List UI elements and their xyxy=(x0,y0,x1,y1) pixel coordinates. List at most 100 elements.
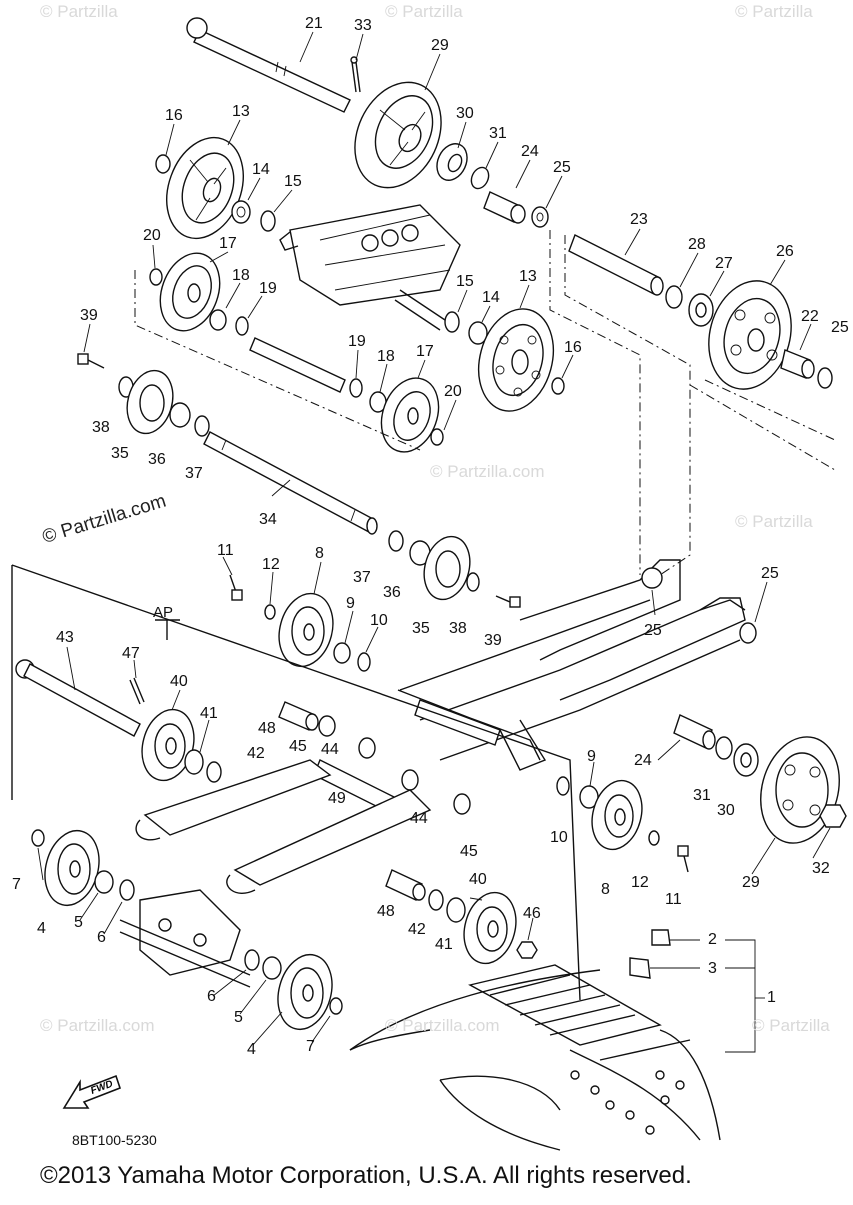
bearing-5-left xyxy=(94,870,114,894)
ring-31-top xyxy=(470,166,490,190)
callout-25: 25 xyxy=(553,159,571,176)
washer-44-mid xyxy=(401,769,419,791)
callout-24-right: 24 xyxy=(634,752,652,769)
callout-38: 38 xyxy=(92,419,110,436)
bearing-9-top xyxy=(333,642,351,664)
callout-3: 3 xyxy=(708,960,717,977)
ring-19-mid xyxy=(349,378,363,398)
wheel-40-bottom xyxy=(463,891,517,965)
callout-9-right: 9 xyxy=(587,748,596,765)
ring-37-mid xyxy=(388,530,404,552)
callout-6-right: 6 xyxy=(207,988,216,1005)
callout-15-mid: 15 xyxy=(456,273,474,290)
washer-20-mid xyxy=(430,428,444,446)
callout-11: 11 xyxy=(217,542,234,559)
callout-42-bottom: 42 xyxy=(408,921,426,938)
callout-43: 43 xyxy=(56,629,74,646)
callout-40-bottom: 40 xyxy=(469,871,487,888)
fwd-arrow-icon: FWD xyxy=(62,1074,121,1109)
callout-47: 47 xyxy=(122,645,140,662)
washer-7-left xyxy=(31,829,45,847)
tube-23 xyxy=(568,234,664,296)
ring-15-left xyxy=(260,210,276,232)
callout-26: 26 xyxy=(776,243,794,260)
wheel-17-left xyxy=(159,252,221,332)
callout-39: 39 xyxy=(80,307,98,324)
callout-20: 20 xyxy=(143,227,161,244)
ring-28 xyxy=(665,285,683,309)
callout-46: 46 xyxy=(523,905,541,922)
callout-8: 8 xyxy=(315,545,324,562)
ring-10-right xyxy=(556,776,570,796)
callout-5-right: 5 xyxy=(234,1009,243,1026)
washer-38-mid xyxy=(466,572,480,592)
callout-33: 33 xyxy=(354,17,372,34)
callout-49: 49 xyxy=(328,790,346,807)
bearing-18-left xyxy=(209,309,227,331)
callout-13: 13 xyxy=(232,103,250,120)
callout-29: 29 xyxy=(431,37,449,54)
ring-19-left xyxy=(235,316,249,336)
bearing-41-bottom xyxy=(446,897,466,923)
callout-48-bottom: 48 xyxy=(377,903,395,920)
callout-19: 19 xyxy=(259,280,277,297)
watermark-6: © Partzilla.com xyxy=(40,1016,155,1035)
nut-46 xyxy=(516,941,538,959)
clip-3 xyxy=(629,957,651,979)
washer-25-top xyxy=(531,206,549,228)
bolt-39-mid xyxy=(495,595,521,608)
callout-36: 36 xyxy=(148,451,166,468)
clip-2 xyxy=(651,929,671,946)
shaft-43 xyxy=(15,659,141,737)
bearing-5-right xyxy=(262,956,282,980)
callout-18-mid: 18 xyxy=(377,348,395,365)
nut-32 xyxy=(819,804,847,828)
callout-48: 48 xyxy=(258,720,276,737)
wheel-8-top xyxy=(278,592,334,668)
lower-bracket xyxy=(119,889,251,988)
callout-2: 2 xyxy=(708,931,717,948)
collar-48-bottom xyxy=(385,869,426,901)
callout-20-mid: 20 xyxy=(444,383,462,400)
wheel-13-left xyxy=(166,136,244,240)
callout-18: 18 xyxy=(232,267,250,284)
callout-7-right: 7 xyxy=(306,1038,315,1055)
callout-16: 16 xyxy=(165,107,183,124)
callout-35-mid: 35 xyxy=(412,620,430,637)
callout-25-rail: 25 xyxy=(761,565,779,582)
callout-38-mid: 38 xyxy=(449,620,467,637)
callout-27: 27 xyxy=(715,255,733,272)
callout-14: 14 xyxy=(252,161,270,178)
callout-15: 15 xyxy=(284,173,302,190)
ring-15-mid xyxy=(444,311,460,333)
callout-17: 17 xyxy=(219,235,237,252)
ring-37-top xyxy=(194,415,210,437)
callout-44-mid: 44 xyxy=(410,810,428,827)
swing-arm-lower xyxy=(135,759,432,894)
collar-48-top xyxy=(278,701,319,731)
callout-37: 37 xyxy=(185,465,203,482)
cotter-pin-33 xyxy=(350,56,361,93)
callout-31: 31 xyxy=(489,125,507,142)
slide-rail-frame xyxy=(397,559,746,771)
watermark-3: © Partzilla xyxy=(735,2,813,21)
bearing-14-left xyxy=(231,200,251,224)
washer-16-left xyxy=(155,154,171,174)
callout-30: 30 xyxy=(456,105,474,122)
wheel-29-top xyxy=(354,81,442,189)
callout-17-mid: 17 xyxy=(416,343,434,360)
callout-11-right: 11 xyxy=(665,891,682,908)
watermark-5: © Partzilla xyxy=(735,512,813,531)
collar-24-right xyxy=(673,714,716,750)
callout-13-right: 13 xyxy=(519,268,537,285)
callout-31-right: 31 xyxy=(693,787,711,804)
callout-10: 10 xyxy=(370,612,388,629)
bolt-11-right xyxy=(677,845,689,873)
watermark-4: © Partzilla.com xyxy=(430,462,545,481)
callout-42: 42 xyxy=(247,745,265,762)
bearing-27 xyxy=(688,293,714,327)
callout-25-frame: 25 xyxy=(644,622,662,639)
wheel-26 xyxy=(708,280,792,390)
wheel-29-right xyxy=(760,736,840,844)
watermark-1: © Partzilla xyxy=(40,2,118,21)
